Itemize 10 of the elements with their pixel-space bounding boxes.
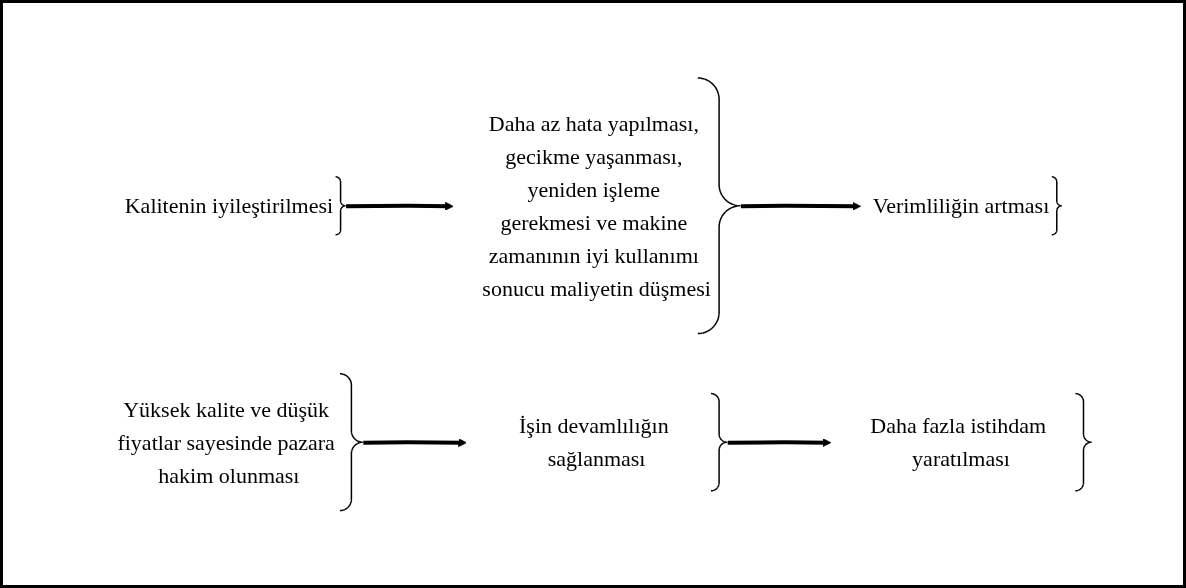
node-text: Yüksek kalite ve düşük fiyatlar sayesinde pazara hakim olunması (117, 396, 335, 488)
arrow (740, 201, 861, 211)
arrow (362, 437, 467, 447)
node-text: Daha fazla istihdam yaratılması (869, 412, 1046, 471)
arrow (727, 437, 831, 447)
node-text: İşin devamlılığın sağlanması (518, 412, 669, 471)
node-text: Daha az hata yapılması, gecikme yaşanması, yeniden işleme gerekmesi ve makine zamanının iyi kullanımı sonucu maliyetin düşmesi (482, 110, 711, 301)
node-text: Kalitenin iyileştirilmesi (124, 193, 333, 218)
node-text: Verimliliğin artması (872, 193, 1049, 218)
arrow (345, 201, 454, 211)
